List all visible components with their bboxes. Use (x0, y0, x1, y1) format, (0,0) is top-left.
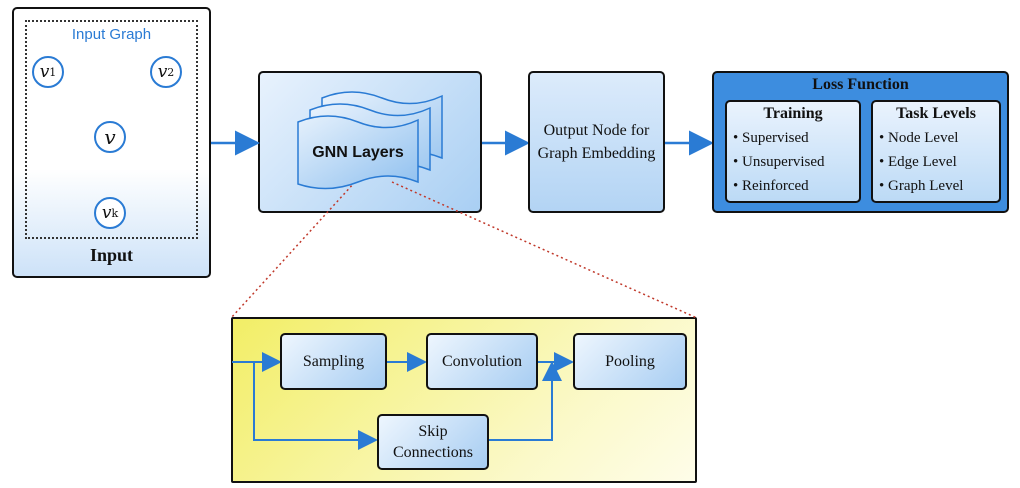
training-item-supervised: Supervised (733, 126, 825, 150)
zoom-line-right (391, 181, 698, 319)
zoom-line-left (230, 181, 356, 319)
convolution-box: Convolution (426, 333, 538, 390)
skip-connections-label: Skip Connections (393, 423, 473, 461)
convolution-label: Convolution (441, 352, 522, 370)
gnn-layers-label: GNN Layers (312, 144, 404, 161)
task-levels-list: Node Level Edge Level Graph Level (879, 126, 963, 198)
training-list: Supervised Unsupervised Reinforced (733, 126, 825, 198)
node-v: v (94, 121, 126, 153)
training-item-reinforced: Reinforced (733, 174, 825, 198)
skip-connections-box: Skip Connections (377, 414, 489, 470)
pooling-label: Pooling (605, 352, 655, 370)
sampling-label: Sampling (302, 352, 365, 370)
loss-function-title: Loss Function (812, 76, 909, 93)
training-title: Training (763, 105, 823, 122)
task-item-graph-level: Graph Level (879, 174, 963, 198)
sampling-box: Sampling (280, 333, 387, 390)
gnn-layer-stack-icon (297, 91, 443, 190)
pooling-box: Pooling (573, 333, 687, 390)
task-levels-title: Task Levels (896, 105, 976, 122)
task-item-node-level: Node Level (879, 126, 963, 150)
input-graph-title: Input Graph (71, 26, 152, 43)
arrow-entry-to-skip (253, 362, 378, 450)
task-item-edge-level: Edge Level (879, 150, 963, 174)
input-graph-frame (25, 20, 198, 239)
input-label: Input (89, 245, 134, 265)
output-node-panel: Output Node for Graph Embedding (528, 71, 665, 213)
output-node-label: Output Node for Graph Embedding (537, 122, 656, 162)
training-item-unsupervised: Unsupervised (733, 150, 825, 174)
arrow-skip-to-pooling (489, 361, 562, 441)
